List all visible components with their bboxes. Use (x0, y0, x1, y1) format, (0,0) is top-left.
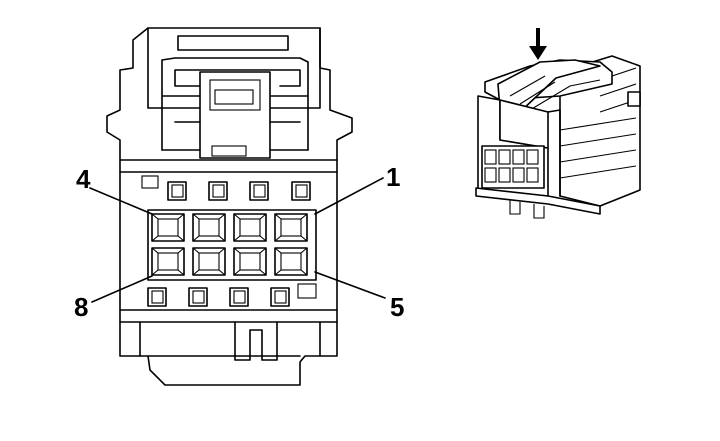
pin-cavity-inner (198, 218, 220, 237)
pin-cavity-chamfer (192, 213, 226, 242)
connector-face-view (106, 27, 353, 386)
iso-pin-cavity (498, 149, 511, 165)
pin-leader-lines (89, 177, 386, 303)
iso-pin-cavity (512, 149, 525, 165)
leader-line-4 (89, 187, 153, 215)
pin-cavity-inner (239, 252, 261, 271)
down-arrow-icon (529, 28, 547, 60)
pin-label-8: 8 (74, 292, 88, 322)
pin-label-1: 1 (386, 162, 400, 192)
pin-cavity-chamfer (274, 247, 308, 276)
iso-pin-cavity (526, 167, 539, 183)
pin-cavity-chamfer (233, 213, 267, 242)
pin-label-4: 4 (76, 164, 91, 194)
iso-pin-cavity (526, 149, 539, 165)
connector-iso-view (475, 28, 641, 219)
leader-line-8 (91, 275, 153, 303)
iso-pin-cavity (484, 149, 497, 165)
iso-pin-cavity (498, 167, 511, 183)
iso-pin-cavities (484, 149, 539, 183)
pin-cavities (151, 213, 308, 276)
connector-body-outline (106, 27, 353, 386)
pin-cavity-chamfer (233, 247, 267, 276)
iso-pin-cavity (512, 167, 525, 183)
pin-cavity-inner (157, 218, 179, 237)
pin-cavity-inner (280, 252, 302, 271)
pin-cavity-chamfer (274, 213, 308, 242)
pin-label-5: 5 (390, 292, 404, 322)
pin-cavity-inner (157, 252, 179, 271)
leader-line-5 (314, 271, 386, 299)
leader-line-1 (314, 177, 384, 215)
iso-pin-cavity (484, 167, 497, 183)
pin-cavity-chamfer (151, 247, 185, 276)
latch-slot (177, 35, 289, 51)
upper-cell-row (167, 181, 311, 201)
pin-cavity-inner (280, 218, 302, 237)
lower-cell-row (147, 287, 290, 307)
pin-cavity-inner (239, 218, 261, 237)
pin-cavity-chamfer (192, 247, 226, 276)
pin-cavity-inner (198, 252, 220, 271)
pin-cavity-chamfer (151, 213, 185, 242)
